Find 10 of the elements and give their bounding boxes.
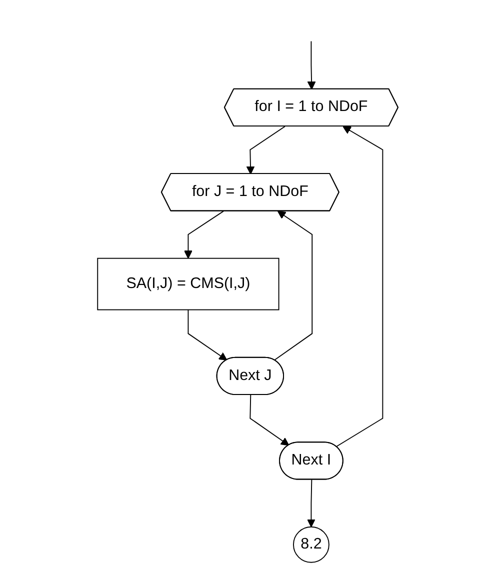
arrow (246, 126, 286, 174)
node-circle: 8.2 (292, 526, 330, 563)
arrow (306, 479, 316, 528)
arrow (274, 210, 312, 361)
arrow (249, 394, 289, 446)
arrow (187, 309, 227, 361)
arrow (336, 126, 383, 448)
node-box: SA(I,J) = CMS(I,J) (96, 258, 279, 310)
arrow (184, 210, 224, 259)
arrow (307, 40, 316, 90)
